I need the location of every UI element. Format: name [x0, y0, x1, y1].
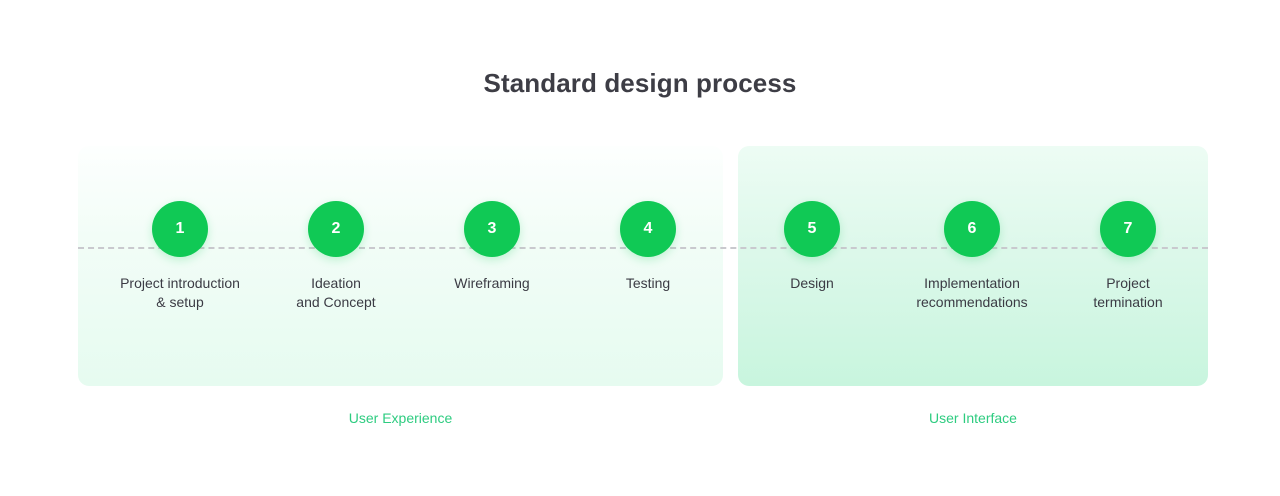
- step-number-badge[interactable]: 5: [784, 201, 840, 257]
- step-number-badge[interactable]: 7: [1100, 201, 1156, 257]
- step-label: Project introduction & setup: [120, 275, 240, 310]
- panel-user-experience: [78, 146, 723, 386]
- step-label: Testing: [625, 275, 671, 291]
- caption-user-experience: User Experience: [348, 410, 453, 426]
- step-label: Ideation and Concept: [296, 275, 376, 310]
- step-label: Implementation recommendations: [916, 275, 1028, 310]
- page-title: Standard design process: [483, 68, 797, 98]
- step-number-badge[interactable]: 4: [620, 201, 676, 257]
- step-number-badge[interactable]: 6: [944, 201, 1000, 257]
- step-number-badge[interactable]: 2: [308, 201, 364, 257]
- step-label: Design: [790, 275, 834, 291]
- step-label: Project termination: [1093, 275, 1163, 310]
- panel-user-interface: [738, 146, 1208, 386]
- step-number-badge[interactable]: 1: [152, 201, 208, 257]
- caption-user-interface: User Interface: [929, 410, 1017, 426]
- step-label: Wireframing: [454, 275, 530, 291]
- step-number-badge[interactable]: 3: [464, 201, 520, 257]
